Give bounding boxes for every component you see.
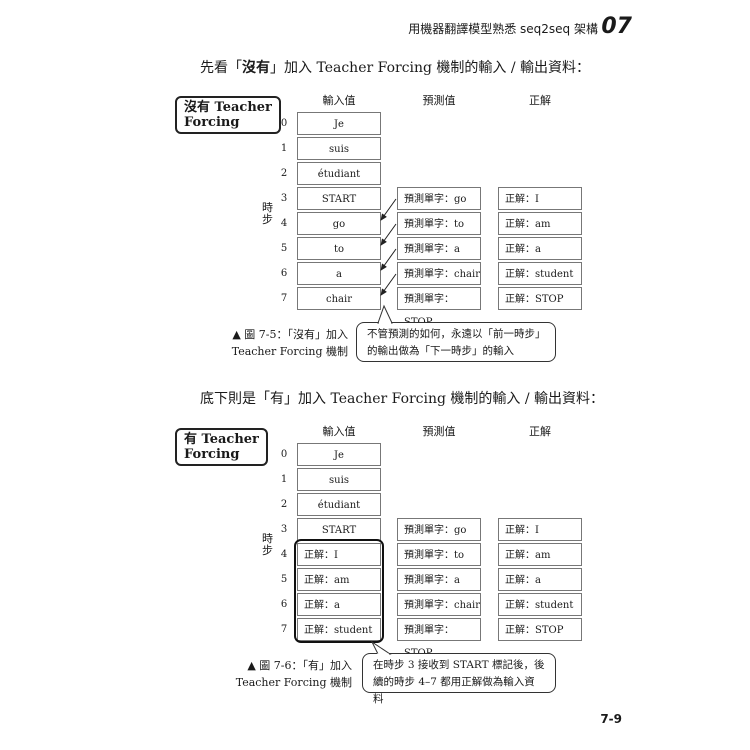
row-number: 3 — [280, 524, 288, 535]
row-number: 2 — [280, 499, 288, 510]
section1-callout-line1: 不管預測的如何，永遠以「前一時步」 — [367, 328, 546, 340]
section1-intro: 先看「沒有」加入 Teacher Forcing 機制的輸入 / 輸出資料： — [200, 57, 590, 77]
arrow-step4-to-5 — [380, 223, 397, 246]
column-header: 輸入值 — [322, 425, 356, 438]
side-label-char1: 時 — [262, 532, 273, 545]
input-cell: 正解：am — [297, 568, 381, 591]
input-cell: go — [297, 212, 381, 235]
chapter-number: 07 — [601, 14, 632, 39]
page-number: 7-9 — [600, 712, 622, 726]
row-number: 0 — [280, 118, 288, 129]
row-number: 5 — [280, 574, 288, 585]
section2-side-label: 時 步 — [262, 533, 274, 557]
section1-intro-suffix: 」加入 Teacher Forcing 機制的輸入 / 輸出資料： — [270, 60, 591, 76]
input-cell: to — [297, 237, 381, 260]
input-cell: 正解：student — [297, 618, 381, 641]
answer-cell: 正解：I — [498, 187, 582, 210]
section1-intro-prefix: 先看「 — [200, 60, 242, 76]
column-header: 預測值 — [422, 425, 456, 438]
section1-intro-bold: 沒有 — [242, 60, 270, 76]
arrow-step3-to-4 — [380, 198, 397, 221]
row-number: 2 — [280, 168, 288, 179]
section2-caption-line1: ▲ 圖 7-6：「有」加入 — [247, 659, 352, 672]
row-number: 1 — [280, 143, 288, 154]
prediction-cell: 預測單字：go — [397, 518, 481, 541]
side-label-char1: 時 — [262, 201, 273, 214]
prediction-cell: 預測單字：a — [397, 237, 481, 260]
section1-caption: ▲ 圖 7-5：「沒有」加入 Teacher Forcing 機制 — [180, 326, 348, 360]
prediction-cell: 預測單字：chair — [397, 262, 481, 285]
section2-callout-pointer — [370, 640, 392, 655]
answer-cell: 正解：I — [498, 518, 582, 541]
input-cell: étudiant — [297, 493, 381, 516]
section1-title-line2: Forcing — [184, 115, 240, 130]
chapter-title: 用機器翻譯模型熟悉 seq2seq 架構 — [408, 22, 598, 36]
column-header: 正解 — [529, 425, 551, 438]
section1-side-label: 時 步 — [262, 202, 274, 226]
input-cell: Je — [297, 443, 381, 466]
answer-cell: 正解：am — [498, 543, 582, 566]
section1-caption-line2: Teacher Forcing 機制 — [231, 345, 348, 358]
side-label-char2: 步 — [262, 544, 273, 557]
section2-callout-line1: 在時步 3 接收到 START 標記後，後 — [373, 659, 545, 671]
row-number: 1 — [280, 474, 288, 485]
section2-callout: 在時步 3 接收到 START 標記後，後 續的時步 4–7 都用正解做為輸入資… — [362, 653, 556, 705]
section2-title-box: 有 Teacher Forcing — [175, 428, 268, 466]
row-number: 7 — [280, 624, 288, 635]
section1-callout-line2: 的輸出做為「下一時步」的輸入 — [367, 345, 514, 357]
column-header: 正解 — [529, 94, 551, 107]
input-cell: Je — [297, 112, 381, 135]
column-header: 輸入值 — [322, 94, 356, 107]
section1-callout-pointer — [377, 304, 393, 324]
row-number: 7 — [280, 293, 288, 304]
answer-cell: 正解：am — [498, 212, 582, 235]
section2-title-line2: Forcing — [184, 447, 240, 462]
row-number: 3 — [280, 193, 288, 204]
row-number: 5 — [280, 243, 288, 254]
input-cell: étudiant — [297, 162, 381, 185]
arrow-step5-to-6 — [380, 248, 397, 271]
prediction-cell: 預測單字：go — [397, 187, 481, 210]
arrow-step6-to-7 — [380, 273, 397, 296]
prediction-cell: 預測單字：a — [397, 568, 481, 591]
row-number: 4 — [280, 218, 288, 229]
row-number: 0 — [280, 449, 288, 460]
side-label-char2: 步 — [262, 213, 273, 226]
section1-title-box: 沒有 Teacher Forcing — [175, 96, 281, 134]
column-header: 預測值 — [422, 94, 456, 107]
prediction-cell: 預測單字：to — [397, 212, 481, 235]
prediction-cell: 預測單字：to — [397, 543, 481, 566]
input-cell: START — [297, 187, 381, 210]
section2-callout-line2: 續的時步 4–7 都用正解做為輸入資料 — [373, 676, 535, 705]
prediction-cell: 預測單字：chair — [397, 593, 481, 616]
section1-caption-line1: ▲ 圖 7-5：「沒有」加入 — [232, 328, 348, 341]
answer-cell: 正解：a — [498, 237, 582, 260]
row-number: 6 — [280, 599, 288, 610]
section1-arrows — [380, 198, 397, 296]
row-number: 6 — [280, 268, 288, 279]
section2-title-line1: 有 Teacher — [184, 432, 259, 447]
input-cell: 正解：a — [297, 593, 381, 616]
input-cell: suis — [297, 137, 381, 160]
row-number: 4 — [280, 549, 288, 560]
section2-caption: ▲ 圖 7-6：「有」加入 Teacher Forcing 機制 — [180, 657, 352, 691]
answer-cell: 正解：a — [498, 568, 582, 591]
answer-cell: 正解：STOP — [498, 287, 582, 310]
input-cell: suis — [297, 468, 381, 491]
section2-caption-line2: Teacher Forcing 機制 — [235, 676, 352, 689]
answer-cell: 正解：student — [498, 593, 582, 616]
section2-intro: 底下則是「有」加入 Teacher Forcing 機制的輸入 / 輸出資料： — [200, 391, 605, 407]
answer-cell: 正解：STOP — [498, 618, 582, 641]
input-cell: 正解：I — [297, 543, 381, 566]
section2-highlight-box — [294, 539, 384, 643]
input-cell: chair — [297, 287, 381, 310]
answer-cell: 正解：student — [498, 262, 582, 285]
input-cell: a — [297, 262, 381, 285]
section1-title-line1: 沒有 Teacher — [184, 100, 272, 115]
section1-callout: 不管預測的如何，永遠以「前一時步」 的輸出做為「下一時步」的輸入 — [356, 322, 556, 362]
